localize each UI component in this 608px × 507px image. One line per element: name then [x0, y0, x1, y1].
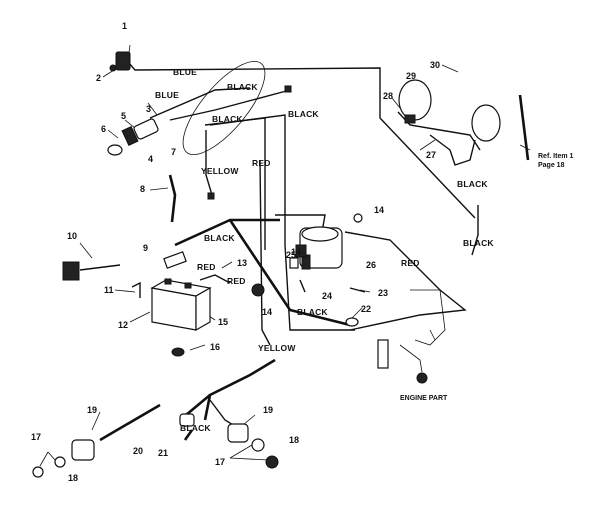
nut [353, 213, 363, 223]
callout-18-right: 18 [289, 435, 299, 445]
key-switch [107, 118, 159, 156]
label-red: RED [401, 258, 420, 268]
clip [349, 287, 366, 293]
parts [32, 51, 530, 478]
small-part [171, 347, 185, 357]
wire-tube [168, 174, 177, 223]
callout-16: 16 [210, 342, 220, 352]
callout-18-left: 18 [68, 473, 78, 483]
washer [265, 455, 279, 469]
label-blue: BLUE [155, 90, 179, 100]
label-yellow: YELLOW [258, 343, 296, 353]
solenoid [295, 226, 343, 270]
callout-29: 29 [406, 71, 416, 81]
washer [251, 438, 265, 452]
callout-25: 25 [286, 250, 296, 260]
callout-28: 28 [383, 91, 393, 101]
callout-14-b: 14 [374, 205, 384, 215]
callout-14-a: 14 [262, 307, 272, 317]
spacer [289, 257, 299, 269]
wires [39, 44, 531, 467]
callout-8: 8 [140, 184, 145, 194]
callout-26: 26 [366, 260, 376, 270]
washer [32, 466, 44, 478]
callout-27: 27 [426, 150, 436, 160]
washer [54, 456, 66, 468]
callout-14-c: 14 [291, 247, 301, 257]
label-red: RED [252, 158, 271, 168]
label-black: BLACK [288, 109, 319, 119]
ignition-clip [115, 51, 131, 71]
callout-13: 13 [237, 258, 247, 268]
screw [183, 429, 194, 441]
bolt [299, 279, 306, 293]
callout-12: 12 [118, 320, 128, 330]
callout-17-right: 17 [215, 457, 225, 467]
screw [109, 64, 117, 72]
callout-7: 7 [171, 147, 176, 157]
plug [207, 192, 215, 200]
callout-2: 2 [96, 73, 101, 83]
callout-10: 10 [67, 231, 77, 241]
connector [163, 251, 187, 269]
callout-21: 21 [158, 448, 168, 458]
callout-numbers: 1 2 3 4 5 6 7 8 9 10 11 12 13 14 14 14 1… [31, 21, 440, 483]
callout-24: 24 [322, 291, 332, 301]
label-red: RED [227, 276, 246, 286]
engine-part-note: ENGINE PART [400, 395, 448, 402]
label-red: RED [197, 262, 216, 272]
label-blue: BLUE [173, 67, 197, 77]
headlights [398, 79, 530, 161]
engine-part [377, 289, 446, 384]
terminal [199, 274, 231, 284]
label-black: BLACK [212, 114, 243, 124]
label-black: BLACK [297, 307, 328, 317]
callout-1: 1 [122, 21, 127, 31]
coil-right [227, 423, 249, 443]
callout-4: 4 [148, 154, 153, 164]
callout-17-left: 17 [31, 432, 41, 442]
callout-19-left: 19 [87, 405, 97, 415]
label-black: BLACK [457, 179, 488, 189]
callout-20: 20 [133, 446, 143, 456]
callout-11: 11 [104, 285, 114, 295]
coil-left [71, 439, 95, 461]
ref-page-note: Page 18 [538, 162, 565, 169]
ref-item-note: Ref. Item 1 [538, 153, 574, 160]
callout-9: 9 [143, 243, 148, 253]
label-black: BLACK [204, 233, 235, 243]
battery [150, 278, 212, 332]
wire-labels: BLUE BLUE BLACK BLACK BLACK RED YELLOW B… [155, 67, 494, 433]
notes: Ref. Item 1 Page 18 ENGINE PART [400, 153, 574, 402]
label-black: BLACK [180, 423, 211, 433]
callout-19-right: 19 [263, 405, 273, 415]
label-black: BLACK [227, 82, 258, 92]
shaft [99, 403, 161, 442]
callout-30: 30 [430, 60, 440, 70]
callout-15: 15 [218, 317, 228, 327]
bracket [131, 281, 141, 298]
callout-6: 6 [101, 124, 106, 134]
fuse-holder [62, 261, 80, 281]
callout-ellipse [182, 60, 266, 156]
callout-22: 22 [361, 304, 371, 314]
callout-5: 5 [121, 111, 126, 121]
label-yellow: YELLOW [201, 166, 239, 176]
label-black: BLACK [463, 238, 494, 248]
callout-3: 3 [146, 104, 151, 114]
nut [251, 283, 265, 297]
ring-terminal [345, 317, 359, 327]
callout-23: 23 [378, 288, 388, 298]
